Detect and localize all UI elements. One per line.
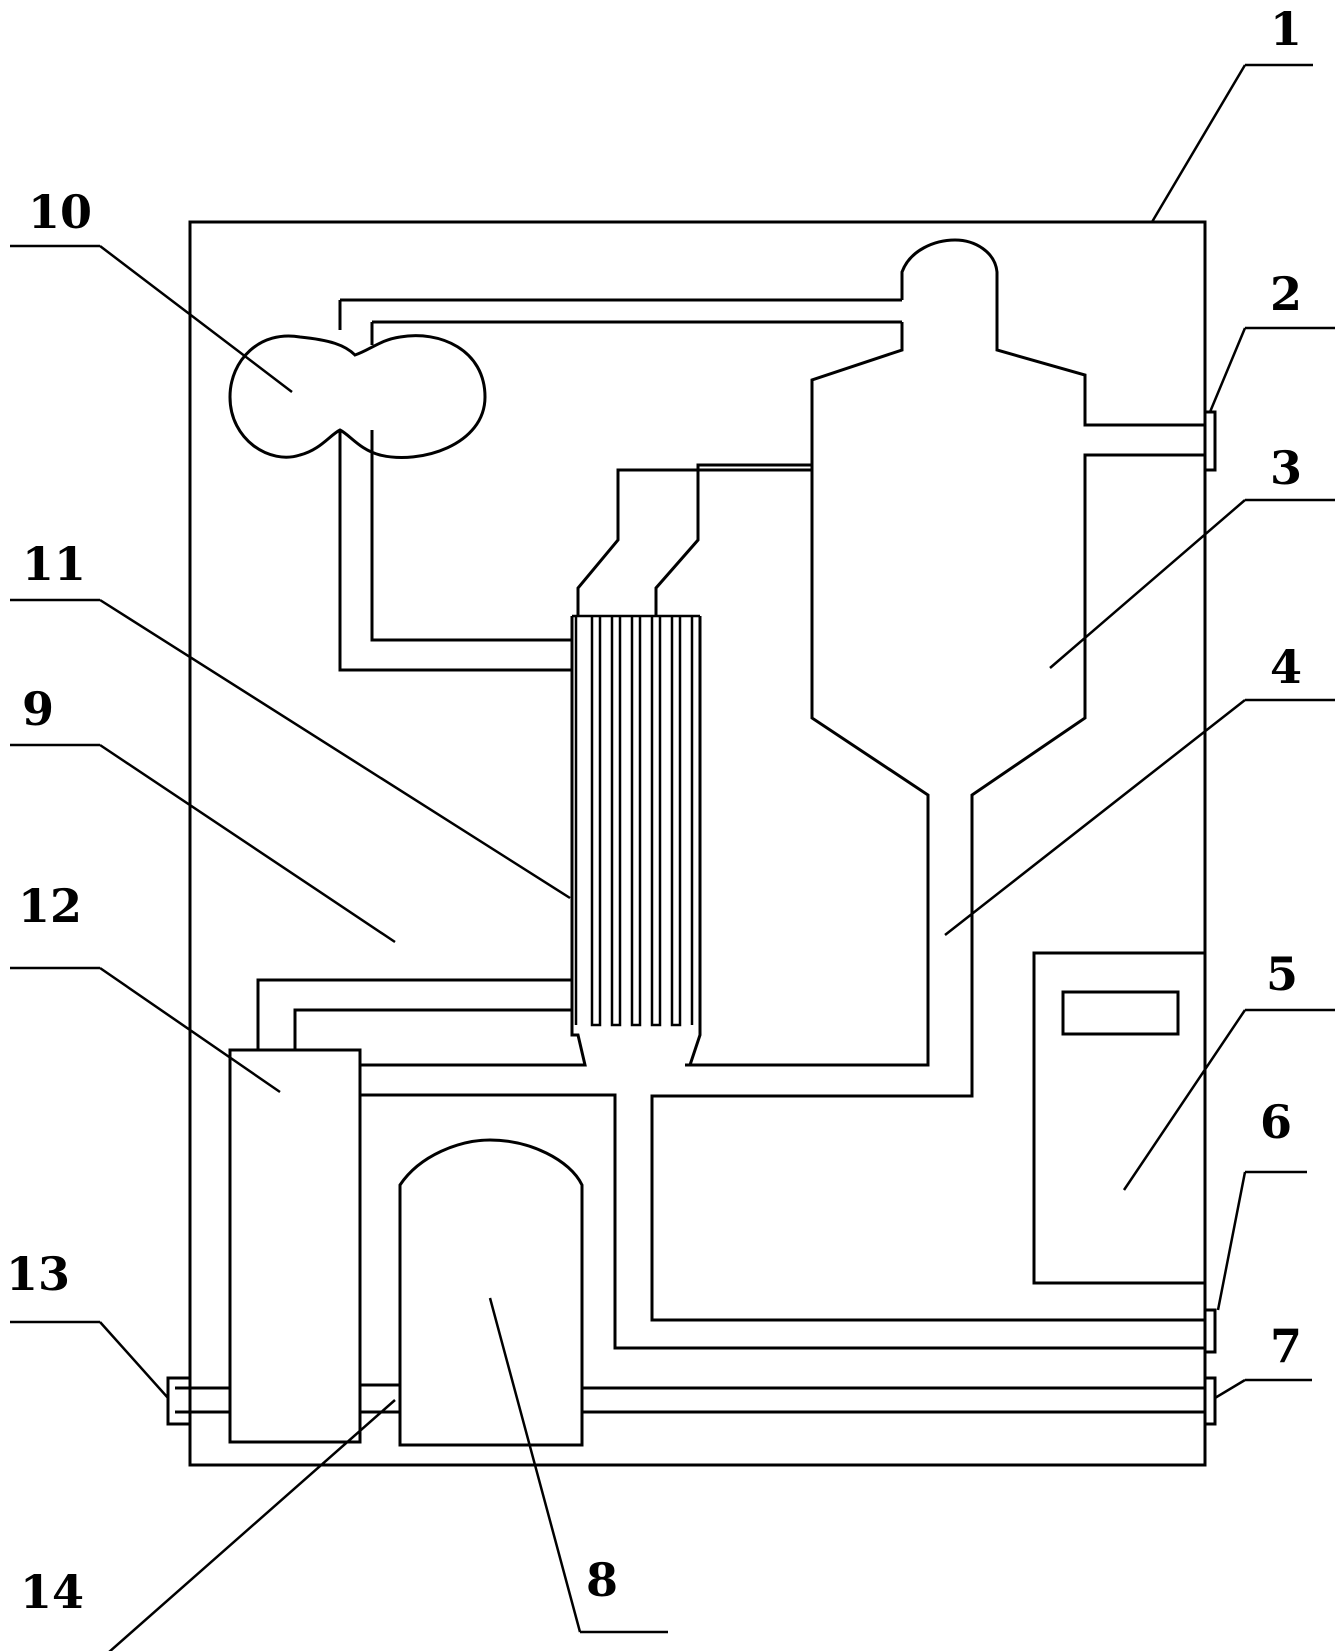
leader-lines bbox=[10, 63, 1335, 1651]
label-10: 10 bbox=[28, 185, 92, 239]
label-9: 9 bbox=[22, 682, 54, 736]
port-6 bbox=[1203, 1308, 1217, 1354]
tank-12 bbox=[228, 1048, 362, 1444]
pipe-9 bbox=[256, 978, 572, 1050]
label-7: 7 bbox=[1270, 1319, 1302, 1373]
port-2 bbox=[1203, 410, 1217, 472]
housing-frame bbox=[188, 220, 1207, 1467]
label-13: 13 bbox=[6, 1247, 70, 1301]
label-3: 3 bbox=[1270, 441, 1302, 495]
separator-3-left-upper bbox=[576, 322, 904, 616]
exchanger-11-tubes bbox=[574, 616, 694, 1027]
separator-3-right-upper bbox=[900, 238, 1205, 427]
port-7 bbox=[1203, 1376, 1217, 1426]
label-4: 4 bbox=[1270, 640, 1302, 694]
label-5: 5 bbox=[1266, 947, 1298, 1001]
pipe-to-port-6 bbox=[360, 1093, 1205, 1350]
label-11: 11 bbox=[22, 537, 86, 591]
label-6: 6 bbox=[1260, 1095, 1292, 1149]
pipe-10-to-11 bbox=[338, 430, 572, 672]
label-1: 1 bbox=[1270, 2, 1302, 56]
separator-3-right-lower bbox=[650, 453, 1205, 1322]
tank-8 bbox=[398, 1138, 584, 1447]
label-8: 8 bbox=[586, 1553, 618, 1607]
label-14: 14 bbox=[20, 1565, 84, 1619]
exchanger-11-left-wall bbox=[360, 616, 587, 1067]
label-12: 12 bbox=[18, 879, 82, 933]
port-13 bbox=[166, 1376, 192, 1426]
control-box-5 bbox=[1032, 951, 1207, 1285]
separator-3-left-lower bbox=[654, 463, 930, 1067]
exchanger-11-right-wall bbox=[688, 616, 702, 1066]
bottom-pipe-14 bbox=[175, 1383, 1205, 1414]
label-2: 2 bbox=[1270, 267, 1302, 321]
upper-pipe-pair bbox=[340, 298, 902, 345]
component-10-body bbox=[228, 334, 487, 459]
control-box-display bbox=[1061, 990, 1180, 1036]
